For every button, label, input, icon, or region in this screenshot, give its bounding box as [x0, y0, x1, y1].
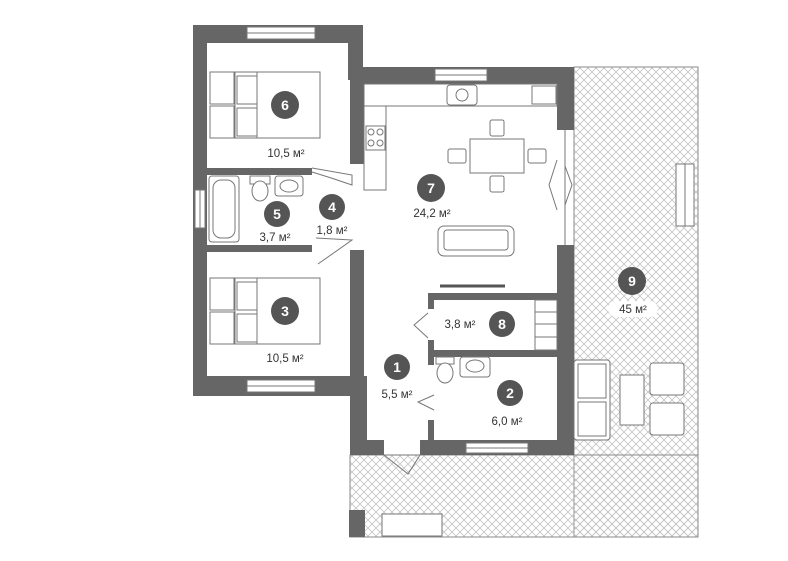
room-badge [271, 297, 299, 325]
room-area: 1,8 м² [317, 225, 348, 237]
room-number: 2 [506, 385, 514, 401]
room-badge [264, 201, 290, 227]
room-number: 7 [427, 180, 435, 196]
room-area: 6,0 м² [492, 416, 523, 428]
room-badge [384, 354, 410, 380]
room-3: 3 10,5 м² [266, 297, 304, 365]
room-6: 6 10,5 м² [267, 91, 305, 160]
room-4: 4 1,8 м² [317, 194, 348, 237]
room-area: 45 м² [619, 304, 647, 316]
windows [194, 26, 695, 537]
room-8: 8 3,8 м² [445, 311, 515, 337]
room-number: 9 [628, 273, 636, 289]
room-area: 10,5 м² [267, 148, 304, 160]
room-area: 10,5 м² [266, 353, 303, 365]
area-label-bg [608, 301, 658, 317]
room-area: 3,8 м² [445, 319, 476, 331]
room-badge [497, 380, 523, 406]
terrace-furniture [573, 359, 685, 441]
doors [311, 159, 573, 475]
room-number: 5 [273, 206, 281, 222]
room-badge [489, 311, 515, 337]
kitchen [363, 83, 558, 191]
room-area: 3,7 м² [260, 232, 291, 244]
room-badge [417, 174, 445, 202]
room-number: 6 [281, 97, 289, 113]
room-area: 5,5 м² [382, 389, 413, 401]
bathroom-fixtures [208, 175, 304, 243]
room-number: 1 [393, 359, 401, 375]
room-badge [319, 194, 345, 220]
room-number: 3 [281, 303, 289, 319]
room-5: 5 3,7 м² [260, 201, 291, 244]
room-1: 1 5,5 м² [382, 354, 413, 401]
dining-table [447, 119, 547, 193]
room-area: 24,2 м² [413, 208, 450, 220]
bed-room-3 [209, 277, 321, 345]
wc-fixtures [435, 356, 491, 384]
room-badge [271, 91, 299, 119]
room-number: 4 [328, 199, 336, 215]
room-2: 2 6,0 м² [492, 380, 523, 428]
room-number: 8 [498, 316, 506, 332]
room-badge [618, 267, 646, 295]
room-7: 7 24,2 м² [413, 174, 451, 220]
bed-room-6 [209, 71, 321, 139]
sofa [437, 225, 515, 288]
stairs [534, 299, 558, 351]
room-9: 9 45 м² [608, 267, 658, 317]
